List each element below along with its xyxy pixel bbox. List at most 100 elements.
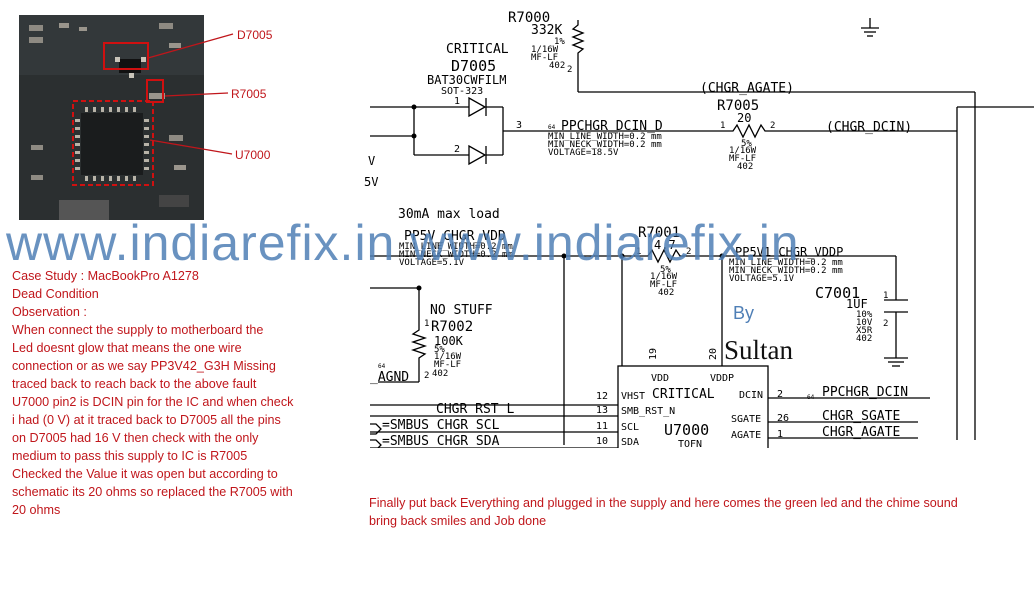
board-photo-graphic — [19, 15, 204, 220]
schematic-junctions — [411, 104, 725, 291]
r7000-pkg: 402 — [549, 61, 565, 71]
case-study-line: traced back to reach back to the above f… — [12, 377, 257, 391]
chgr-sgate-net: CHGR_SGATE — [822, 409, 900, 424]
agate-pin: 1 — [777, 429, 783, 440]
vhst-label: VHST — [621, 391, 645, 402]
r7005-tol: 5% — [741, 139, 752, 149]
u7000-vddp: VDDP — [710, 373, 734, 384]
r7001-pin1: 1 — [636, 247, 641, 257]
r7002-pin2: 2 — [424, 371, 429, 381]
sda-label: SDA — [621, 437, 639, 448]
case-study-line: Case Study : MacBookPro A1278 — [12, 269, 199, 283]
r7005-pin2: 2 — [770, 121, 775, 131]
callout-r7005: R7005 — [231, 87, 267, 101]
u7000-pin20: 20 — [708, 348, 719, 360]
case-study-line: on D7005 had 16 V then check with the on… — [12, 431, 259, 445]
r7000-tol: 1% — [554, 37, 565, 47]
case-study-line: When connect the supply to motherboard t… — [12, 323, 264, 337]
case-study-line: Led doesnt glow that means the one wire — [12, 341, 242, 355]
ppchgr-min-neck: MIN_NECK_WIDTH=0.2 mm — [548, 140, 662, 150]
r7001-pin2: 2 — [686, 247, 691, 257]
r7001-value: 4.7 — [654, 238, 676, 252]
scl-pin: 11 — [596, 421, 608, 432]
pp5v-r-min-neck: MIN_NECK_WIDTH=0.2 mm — [729, 266, 843, 276]
scl-label: SCL — [621, 422, 639, 433]
credit-by: By — [733, 303, 755, 323]
r7005-value: 20 — [737, 111, 751, 125]
chgr-agate-net: CHGR_AGATE — [822, 425, 900, 440]
r7001-power: 1/16W — [650, 272, 678, 282]
case-study-line: U7000 pin2 is DCIN pin for the IC and wh… — [12, 395, 294, 409]
r7002-pin1: 1 — [424, 319, 429, 329]
pp5v-r-voltage: VOLTAGE=5.1V — [729, 274, 795, 284]
case-study-line: medium to pass this supply to IC is R700… — [12, 449, 248, 463]
agnd-pin: 64 — [378, 363, 386, 370]
r7000-power: 1/16W — [531, 45, 559, 55]
d7005-ref: D7005 — [451, 57, 496, 75]
credit-author: Sultan — [724, 335, 794, 365]
case-study-line: connection or as we say PP3V42_G3H Missi… — [12, 359, 276, 373]
schematic-labels: R7000 332K 1% 1/16W MF-LF 402 2 CRITICAL… — [364, 10, 912, 450]
u7000-ref: U7000 — [664, 421, 709, 439]
case-study-text: Case Study : MacBookPro A1278 Dead Condi… — [12, 267, 318, 519]
pp5v-voltage: VOLTAGE=5.1V — [399, 258, 465, 268]
r7001-pkg: 402 — [658, 288, 674, 298]
smb-rst-label: SMB_RST_N — [621, 406, 675, 417]
final-note: Finally put back Everything and plugged … — [369, 496, 958, 528]
pp5v-r-label: PP5V1_CHGR_VDDP — [735, 245, 843, 259]
dcin-net-pin: 64 — [807, 394, 815, 401]
u7000-pin19: 19 — [648, 348, 659, 360]
left-v-label: V — [368, 154, 375, 168]
case-study-line: 20 ohms — [12, 503, 61, 517]
vhst-pin: 12 — [596, 391, 608, 402]
ppchgr-dcin-d-label: PPCHGR_DCIN_D — [561, 119, 663, 134]
no-stuff-label: NO STUFF — [430, 303, 493, 318]
c7001-tol: 10% — [856, 310, 873, 320]
c7001-value: 1UF — [846, 297, 868, 311]
sgate-pin-label: SGATE — [731, 414, 761, 425]
chgr-dcin-net-label: (CHGR_DCIN) — [826, 120, 912, 135]
pp5v-chgr-vdd-label: PP5V_CHGR_VDD — [404, 229, 506, 244]
dcin-pin: 2 — [777, 389, 783, 400]
r7000-pin2: 2 — [567, 65, 572, 75]
d7005-pin2: 2 — [454, 144, 460, 155]
r7001-ref: R7001 — [638, 225, 680, 241]
r7005-ref: R7005 — [717, 98, 759, 114]
callout-d7005: D7005 — [237, 28, 273, 42]
watermark-text: www.indiarefix.in www.indiarefix.in — [6, 215, 800, 271]
pp5v-min-neck: MIN_NECK_WIDTH=0.2 mm — [399, 250, 513, 260]
r7002-material: MF-LF — [434, 360, 461, 370]
load-note: 30mA max load — [398, 207, 500, 222]
r7001-tol: 5% — [660, 265, 671, 275]
r7002-ref: R7002 — [431, 319, 473, 335]
pp5v-r-min-line: MIN_LINE_WIDTH=0.2 mm — [729, 258, 843, 268]
c7001-pin2: 2 — [883, 319, 888, 329]
sgate-pin: 26 — [777, 413, 789, 424]
smbus-sda-label: =SMBUS_CHGR_SDA — [382, 434, 500, 449]
c7001-ref: C7001 — [815, 284, 860, 302]
pp5v-min-line: MIN_LINE_WIDTH=0.2 mm — [399, 242, 513, 252]
r7005-pin1: 1 — [720, 121, 725, 131]
ppchgr-pin: 64 — [548, 124, 556, 131]
d7005-part: BAT30CWFILM — [427, 73, 506, 87]
agate-pin-label: AGATE — [731, 430, 761, 441]
r7000-value: 332K — [531, 23, 562, 38]
board-photo — [19, 15, 204, 220]
r7000-ref: R7000 — [508, 10, 550, 26]
left-5v-label: 5V — [364, 175, 378, 189]
u7000-critical: CRITICAL — [652, 387, 715, 402]
r7005-power: 1/16W — [729, 146, 757, 156]
callout-u7000: U7000 — [235, 148, 271, 162]
ppchgr-voltage: VOLTAGE=18.5V — [548, 148, 619, 158]
c7001-pkg: 402 — [856, 334, 872, 344]
chgr-rst-l-label: CHGR_RST_L — [436, 402, 514, 417]
case-study-line: Checked the Value it was open but accord… — [12, 467, 278, 481]
u7000-vdd: VDD — [651, 373, 669, 384]
r7001-material: MF-LF — [650, 280, 677, 290]
d7005-pkg: SOT-323 — [441, 86, 483, 97]
r7002-power: 1/16W — [434, 352, 462, 362]
chgr-agate-net-label: (CHGR_AGATE) — [700, 81, 794, 96]
case-study-line: i had (0 V) at it traced back to D7005 a… — [12, 413, 281, 427]
case-study-line: Dead Condition — [12, 287, 99, 301]
